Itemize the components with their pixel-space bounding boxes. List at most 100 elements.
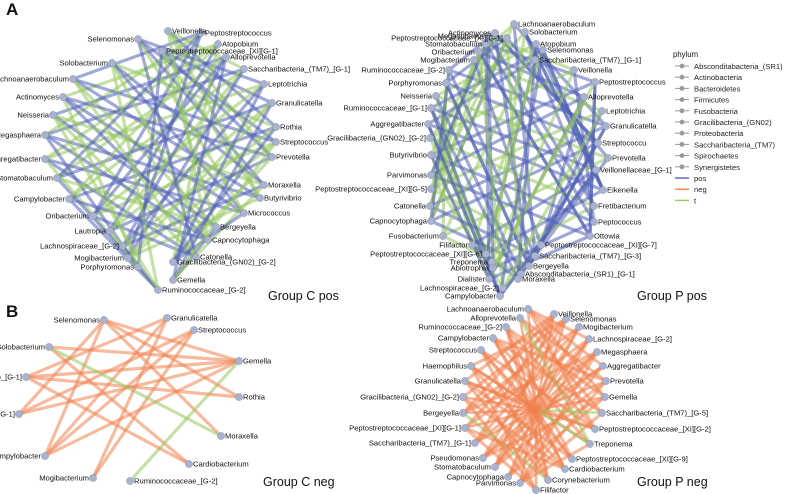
- node-ruminococcaceae-g-2[interactable]: [154, 286, 162, 294]
- node-fusobacterium[interactable]: [439, 232, 447, 240]
- node-leptotrichia[interactable]: [598, 107, 606, 115]
- node-gracilibacteria-gn02-g-2[interactable]: [169, 258, 177, 266]
- node-veillonellaceae-g-1[interactable]: [592, 166, 600, 174]
- node-peptostreptococcus[interactable]: [197, 29, 205, 37]
- node-granulicatella[interactable]: [461, 377, 469, 385]
- node-mogibacterium[interactable]: [89, 474, 97, 482]
- node-bergeyella[interactable]: [459, 409, 467, 417]
- node-cardiobacterium[interactable]: [561, 465, 569, 473]
- node-cardiobacterium[interactable]: [185, 460, 193, 468]
- node-mogibacterium[interactable]: [575, 323, 583, 331]
- node-mogibacterium[interactable]: [124, 254, 132, 262]
- node-lachnospiraceae-g-2[interactable]: [499, 284, 507, 292]
- node-actinomyces[interactable]: [59, 93, 67, 101]
- node-ruminococcaceae-g-2[interactable]: [445, 66, 453, 74]
- node-campylobacter[interactable]: [489, 334, 497, 342]
- node-peptostreptococcaceae-xi-g-2[interactable]: [591, 425, 599, 433]
- node-actinomyces[interactable]: [491, 29, 499, 37]
- node-selenomonas[interactable]: [562, 315, 570, 323]
- node-leptotrichia[interactable]: [260, 80, 268, 88]
- node-granulicatella[interactable]: [163, 314, 171, 322]
- node-granulicatella[interactable]: [602, 122, 610, 130]
- node-moraxella[interactable]: [217, 432, 225, 440]
- node-campylobacter[interactable]: [496, 292, 504, 300]
- node-stomatobaculum[interactable]: [482, 40, 490, 48]
- node-saccharibacteria-tm7-g-3[interactable]: [531, 252, 539, 260]
- node-filifactor[interactable]: [532, 486, 540, 494]
- node-gracilibacteria-gn02-g-2[interactable]: [426, 134, 434, 142]
- node-capnocytophaga[interactable]: [427, 217, 435, 225]
- node-rothia[interactable]: [235, 393, 243, 401]
- node-saccharibacteria-tm7-g-5[interactable]: [598, 409, 606, 417]
- node-saccharibacteria-tm7-g-1[interactable]: [471, 439, 479, 447]
- node-saccharibacteria-tm7-g-1[interactable]: [240, 65, 248, 73]
- node-peptostreptococcus[interactable]: [591, 78, 599, 86]
- node-peptostreptococcaceae-xi-g-6[interactable]: [482, 250, 490, 258]
- node-pseudomonas[interactable]: [479, 454, 487, 462]
- node-atopobium[interactable]: [214, 40, 222, 48]
- node-aggregatibacter[interactable]: [424, 120, 432, 128]
- node-stomatobaculum[interactable]: [53, 174, 61, 182]
- node-solobacterium[interactable]: [45, 343, 53, 351]
- node-oribacterium[interactable]: [475, 48, 483, 56]
- node-haemophilus[interactable]: [467, 362, 475, 370]
- node-selenomonas[interactable]: [100, 316, 108, 324]
- node-abiotrophia[interactable]: [489, 264, 497, 272]
- node-corynebacterium[interactable]: [544, 476, 552, 484]
- node-campylobacter[interactable]: [41, 452, 49, 460]
- node-lachnospiraceae-g-2[interactable]: [585, 335, 593, 343]
- node-gracilibacteria-gn02-g-2[interactable]: [459, 393, 467, 401]
- node-gemella[interactable]: [235, 357, 243, 365]
- node-prevotella[interactable]: [604, 154, 612, 162]
- node-alloprevotella[interactable]: [516, 314, 524, 322]
- node-streptococcus[interactable]: [272, 138, 280, 146]
- node-mogibacterium[interactable]: [470, 56, 478, 64]
- node-lachnoanaerobaculum[interactable]: [524, 305, 532, 313]
- node-aggregatibacter[interactable]: [41, 155, 49, 163]
- node-catonella[interactable]: [426, 202, 434, 210]
- node-megasphaera[interactable]: [41, 131, 49, 139]
- node-moraxella[interactable]: [514, 275, 522, 283]
- node-megasphaera[interactable]: [593, 348, 601, 356]
- node-peptostreptococcaceae-xi-g-7[interactable]: [537, 241, 545, 249]
- node-veillonella[interactable]: [164, 27, 172, 35]
- node-stomatobaculum[interactable]: [491, 463, 499, 471]
- node-selenomonas[interactable]: [539, 46, 547, 54]
- node-porphyromonas[interactable]: [134, 263, 142, 271]
- node-neisseria[interactable]: [49, 111, 57, 119]
- node-alloprevotella[interactable]: [222, 53, 230, 61]
- node-streptococcus[interactable]: [190, 326, 198, 334]
- node-peptostreptococcaceae-xi-g-1[interactable]: [461, 424, 469, 432]
- node-neisseria[interactable]: [432, 92, 440, 100]
- node-prevotella[interactable]: [268, 153, 276, 161]
- node-dialister[interactable]: [485, 275, 493, 283]
- node-lachnoanaerobaculum[interactable]: [510, 20, 518, 28]
- node-lautropia[interactable]: [106, 227, 114, 235]
- node-veillonella[interactable]: [550, 310, 558, 318]
- node-alloprevotella[interactable]: [580, 93, 588, 101]
- node-oribacterium[interactable]: [89, 212, 97, 220]
- node-aggregatibacter[interactable]: [599, 362, 607, 370]
- node-peptostreptococcaceae-xi-g-1[interactable]: [15, 410, 23, 418]
- node-lachnospiraceae-g-2[interactable]: [119, 242, 127, 250]
- node-peptostreptococcaceae-xi-g-9[interactable]: [568, 455, 576, 463]
- node-selenomonas[interactable]: [134, 35, 142, 43]
- node-butyrivibrio[interactable]: [256, 194, 264, 202]
- node-gemella[interactable]: [601, 393, 609, 401]
- node-saccharibacteria-tm7-g-1[interactable]: [22, 373, 30, 381]
- node-megasphaera[interactable]: [484, 32, 492, 40]
- node-atopobium[interactable]: [532, 40, 540, 48]
- node-parvimonas[interactable]: [516, 479, 524, 487]
- node-capnocytophaga[interactable]: [204, 236, 212, 244]
- node-parvimonas[interactable]: [427, 171, 435, 179]
- node-ottowia[interactable]: [586, 232, 594, 240]
- node-gemella[interactable]: [169, 276, 177, 284]
- node-filifactor[interactable]: [468, 241, 476, 249]
- node-peptostreptococcaceae-xi-g-1[interactable]: [158, 47, 166, 55]
- node-veillonella[interactable]: [570, 66, 578, 74]
- node-eikenella[interactable]: [599, 186, 607, 194]
- node-ruminococcaceae-g-2[interactable]: [126, 477, 134, 485]
- node-campylobacter[interactable]: [65, 195, 73, 203]
- node-porphyromonas[interactable]: [442, 79, 450, 87]
- node-ruminococcaceae-g-1[interactable]: [427, 104, 435, 112]
